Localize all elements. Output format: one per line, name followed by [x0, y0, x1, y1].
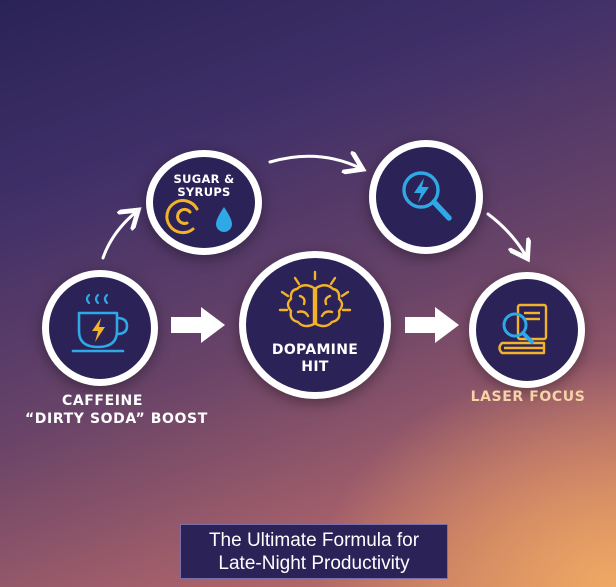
arrow-focus-to-laser — [486, 212, 526, 256]
caffeine-caption: CAFFEINE “DIRTY SODA” BOOST — [25, 393, 208, 427]
title-line1: The Ultimate Formula for — [208, 529, 420, 551]
dopamine-label-line1: DOPAMINE — [271, 342, 359, 358]
brain-icon — [278, 270, 352, 328]
title-line2: Late-Night Productivity — [218, 552, 410, 574]
lightning-icon — [414, 178, 429, 203]
focus-node — [369, 140, 483, 254]
sugar-label-line2: SYRUPS — [177, 185, 231, 199]
book-icon — [498, 303, 548, 355]
sugar-label: SUGAR & SYRUPS — [153, 173, 255, 199]
swirl-icon — [165, 199, 199, 235]
title-box: The Ultimate Formula for Late-Night Prod… — [180, 524, 448, 579]
sugar-node: SUGAR & SYRUPS — [146, 150, 262, 255]
coffee-cup-icon — [71, 293, 129, 353]
lightning-icon — [92, 318, 105, 342]
dopamine-label: DOPAMINE HIT — [246, 342, 384, 376]
laser-caption: LASER FOCUS — [470, 389, 586, 405]
laser-node — [469, 272, 585, 388]
arrow-dopamine-to-laser — [405, 307, 459, 343]
dopamine-label-line2: HIT — [301, 359, 329, 375]
arrow-sugar-to-focus — [268, 156, 360, 168]
magnifier-icon — [402, 171, 452, 221]
arrow-caffeine-to-sugar — [101, 212, 136, 260]
magnifier-icon — [502, 312, 528, 338]
arrow-caffeine-to-dopamine — [171, 307, 225, 343]
caffeine-node — [42, 270, 158, 386]
caffeine-caption-line2: “DIRTY SODA” BOOST — [25, 411, 208, 427]
dopamine-node: DOPAMINE HIT — [239, 251, 391, 399]
sugar-label-line1: SUGAR & — [173, 172, 235, 186]
water-drop-icon — [216, 207, 232, 232]
caffeine-caption-line1: CAFFEINE — [61, 393, 144, 409]
